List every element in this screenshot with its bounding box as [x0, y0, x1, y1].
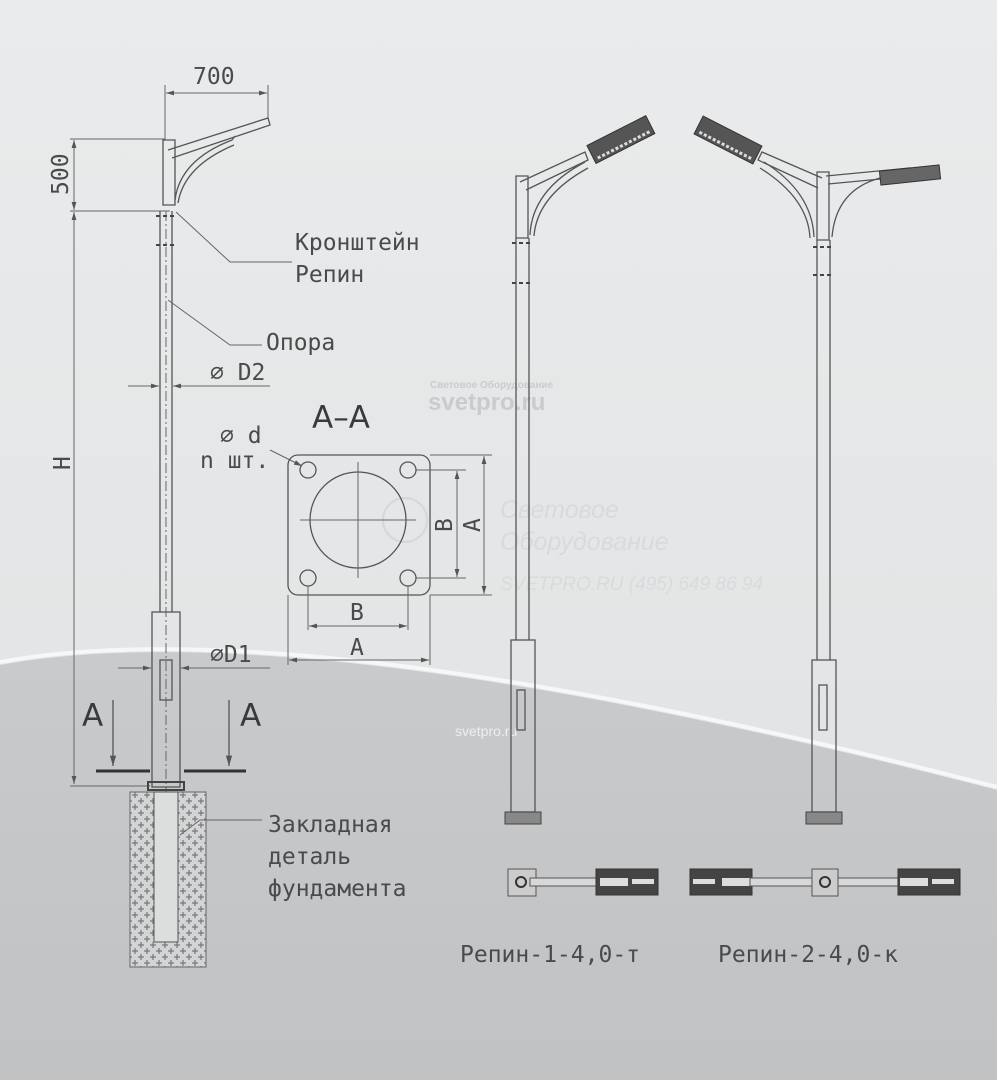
dim-hole-count: n шт.	[200, 448, 269, 474]
dim-h: H	[50, 456, 76, 470]
dim-b-vertical: B	[432, 518, 458, 532]
svg-text:svetpro.ru: svetpro.ru	[455, 723, 517, 739]
dim-500: 500	[48, 153, 74, 195]
model-label-repin-2: Репин-2-4,0-к	[718, 942, 898, 968]
label-foundation-line3: фундамента	[268, 876, 406, 902]
dim-hole-diameter: ⌀ d	[220, 423, 262, 449]
top-view-repin-1	[507, 868, 659, 897]
label-pole: Опора	[266, 330, 335, 356]
dim-b-horizontal: B	[350, 600, 364, 626]
model-label-repin-1: Репин-1-4,0-т	[460, 942, 640, 968]
dim-a-horizontal: A	[350, 635, 364, 661]
dim-700: 700	[193, 64, 235, 90]
base-plate-section: А–А ⌀ d n шт. B A B A	[200, 400, 492, 665]
background-curve	[0, 647, 997, 789]
svg-text:svetpro.ru: svetpro.ru	[428, 389, 545, 416]
pole-repin-2	[693, 115, 942, 825]
section-title: А–А	[312, 400, 370, 436]
luminaire-left-icon	[693, 115, 763, 165]
svg-text:SVETPRO.RU (495) 649 86 94: SVETPRO.RU (495) 649 86 94	[500, 574, 763, 595]
label-bracket-line1: Кронштейн	[295, 230, 420, 256]
main-pole-elevation: 700 500 H Кронштейн Репин Опора ⌀ D2 ⌀D1	[48, 64, 420, 968]
svg-text:Оборудование: Оборудование	[500, 528, 669, 556]
section-mark-left: А	[82, 698, 103, 734]
svg-text:Световое: Световое	[500, 496, 619, 524]
background-lower	[0, 652, 997, 1080]
dim-d2: ⌀ D2	[210, 360, 265, 386]
dim-a-vertical: A	[460, 518, 486, 532]
dim-d1: ⌀D1	[210, 642, 252, 668]
top-view-repin-2	[689, 868, 961, 897]
label-foundation-line2: деталь	[268, 844, 351, 870]
luminaire-icon	[586, 114, 656, 165]
svg-text:Световое Оборудование: Световое Оборудование	[430, 379, 554, 391]
section-mark-right: А	[240, 698, 261, 734]
pole-repin-1	[504, 114, 656, 825]
luminaire-right-icon	[878, 164, 942, 186]
watermark: Световое Оборудование svetpro.ru Светово…	[382, 379, 763, 739]
label-foundation-line1: Закладная	[268, 812, 393, 838]
label-bracket-line2: Репин	[295, 262, 364, 288]
